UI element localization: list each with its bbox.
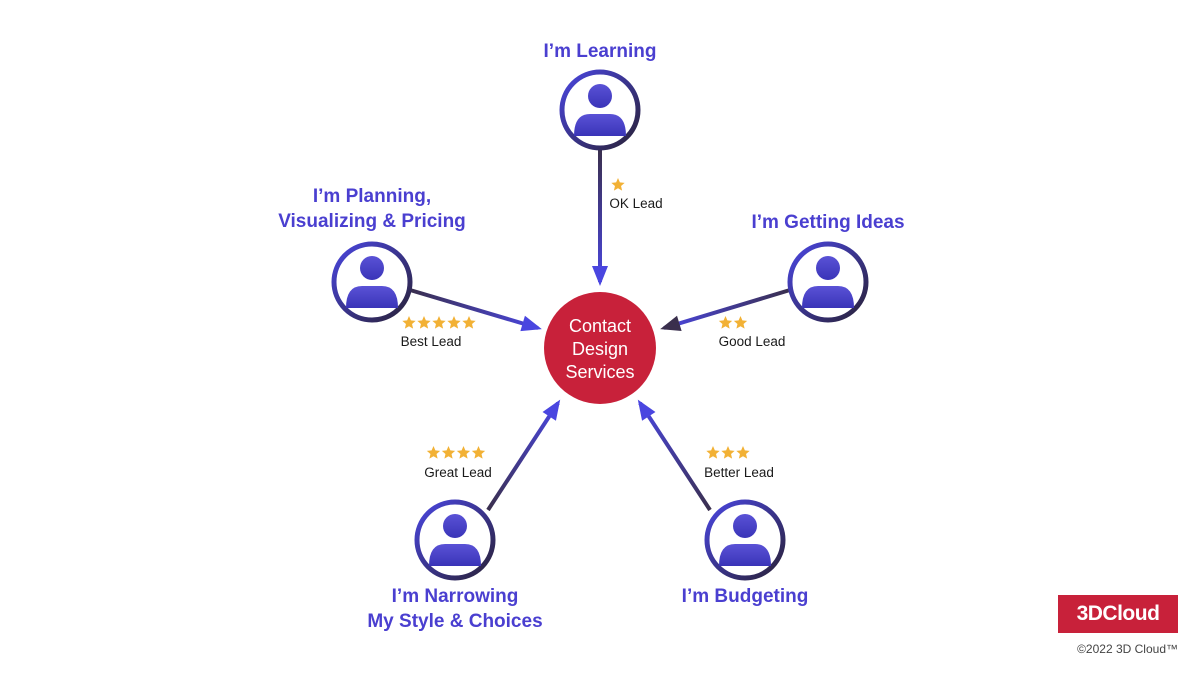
user-icon-body [802,286,854,308]
lead-label: Better Lead [704,465,774,480]
user-icon-head [360,256,384,280]
center-label-line-2: Design [572,339,628,359]
arrowhead-learning [592,266,608,286]
persona-ring [787,241,869,323]
persona-ring [414,499,496,581]
user-icon [802,256,854,308]
center-label-line-3: Services [565,362,634,382]
user-icon [719,514,771,566]
persona-title-line: I’m Budgeting [682,586,809,607]
rating-stars [611,178,625,191]
lead-label: OK Lead [609,196,662,211]
arrow-narrowing [486,401,560,512]
arrowhead-budgeting [637,399,656,421]
persona-ring [331,241,413,323]
persona-learning: I’m Learning OK Lead [544,41,663,211]
user-icon [574,84,626,136]
brand-logo-text: 3DCloud [1076,602,1160,625]
user-icon-body [574,114,626,136]
user-icon-head [733,514,757,538]
rating-stars [402,316,476,329]
arrow-ideas [663,288,791,330]
persona-title-line: I’m Getting Ideas [751,212,904,233]
arrowhead-planning [520,315,542,332]
star-icon [733,316,748,329]
arrow-budgeting [638,401,712,512]
star-icon [721,446,735,459]
star-icon [462,316,476,329]
lead-label: Good Lead [719,334,786,349]
star-icon [471,446,486,459]
user-icon-head [588,84,612,108]
brand-logo: 3DCloud [1058,595,1178,633]
arrowhead-narrowing [542,399,561,421]
copyright-text: ©2022 3D Cloud™ [1077,642,1178,656]
persona-ring [559,69,641,151]
rating-stars [706,446,750,459]
star-icon [417,316,431,329]
user-icon-head [443,514,467,538]
user-icon-body [719,544,771,566]
arrowhead-ideas [660,315,682,332]
lead-label: Best Lead [401,334,462,349]
star-icon [432,316,446,329]
star-icon [611,178,625,191]
user-icon-head [816,256,840,280]
star-icon [441,446,456,459]
star-icon [426,446,441,459]
arrow-planning [409,288,539,330]
rating-stars [426,446,486,459]
star-icon [736,446,750,459]
user-icon-body [346,286,398,308]
center-node: Contact Design Services [544,292,656,404]
center-label-line-1: Contact [569,316,631,336]
user-icon [429,514,481,566]
star-icon [718,316,733,329]
lead-label: Great Lead [424,465,492,480]
persona-narrowing: I’m Narrowing My Style & Choices Great Lea… [367,446,543,632]
center-circle [544,292,656,404]
persona-budgeting: I’m Budgeting Better Lead [682,446,809,607]
rating-stars [718,316,748,329]
persona-title-line: Visualizing & Pricing [278,211,466,232]
star-icon [402,316,416,329]
persona-title-line: I’m Learning [544,41,657,62]
persona-ring [704,499,786,581]
user-icon [346,256,398,308]
persona-title-line: I’m Planning, [313,186,431,207]
star-icon [706,446,720,459]
star-icon [447,316,461,329]
star-icon [456,446,471,459]
persona-title-line: My Style & Choices [367,611,542,632]
user-icon-body [429,544,481,566]
arrows-layer [409,150,791,512]
persona-title-line: I’m Narrowing [392,586,519,607]
